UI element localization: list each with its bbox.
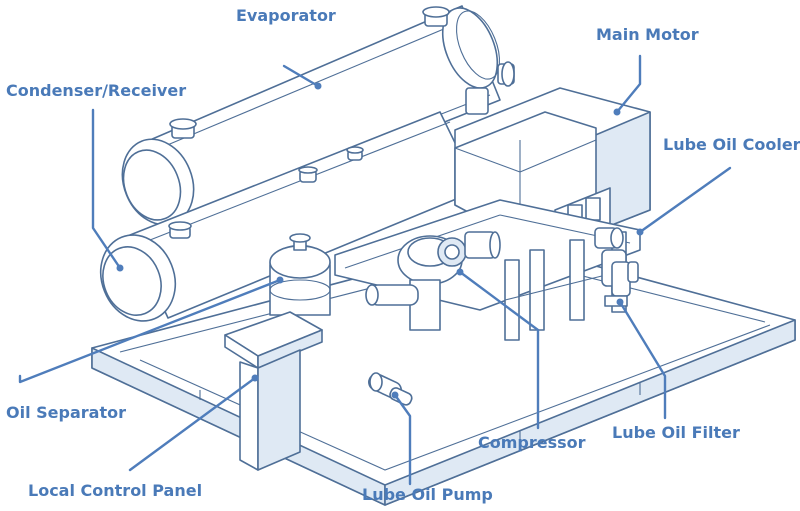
label-lube-oil-filter: Lube Oil Filter xyxy=(612,423,740,442)
label-oil-separator: Oil Separator xyxy=(6,403,126,422)
label-compressor: Compressor xyxy=(478,433,586,452)
label-main-motor: Main Motor xyxy=(596,25,699,44)
leader-condenser xyxy=(91,108,122,270)
leader-dot-condenser xyxy=(116,264,124,272)
leader-dot-compressor xyxy=(456,268,464,276)
label-local-control-panel: Local Control Panel xyxy=(28,481,203,500)
lube-oil-filter xyxy=(604,261,639,307)
leader-dot-evaporator xyxy=(314,82,322,90)
oil-separator xyxy=(269,233,331,316)
leader-local-control-panel xyxy=(128,376,257,472)
leader-main-motor xyxy=(615,54,642,114)
leader-oil-separator xyxy=(18,278,282,384)
label-lube-oil-pump: Lube Oil Pump xyxy=(362,485,493,504)
leader-dot-oil-separator xyxy=(276,276,284,284)
leader-dot-local-control-panel xyxy=(251,374,259,382)
label-lube-oil-cooler: Lube Oil Cooler xyxy=(663,135,800,154)
leader-dot-main-motor xyxy=(613,108,621,116)
leader-dot-lube-oil-cooler xyxy=(636,228,644,236)
leader-dot-lube-oil-filter xyxy=(616,298,624,306)
label-evaporator: Evaporator xyxy=(236,6,336,25)
control-panel xyxy=(224,311,323,471)
leader-dot-lube-oil-pump xyxy=(391,391,399,399)
label-condenser-receiver: Condenser/Receiver xyxy=(6,81,187,100)
leader-compressor xyxy=(458,270,540,430)
leader-lube-oil-filter xyxy=(618,300,667,420)
leader-lines xyxy=(18,54,732,486)
leader-evaporator xyxy=(282,64,320,88)
leader-lube-oil-cooler xyxy=(638,166,732,234)
condenser-vessel xyxy=(99,111,479,322)
compressor xyxy=(365,231,501,331)
leader-lube-oil-pump xyxy=(393,393,412,486)
